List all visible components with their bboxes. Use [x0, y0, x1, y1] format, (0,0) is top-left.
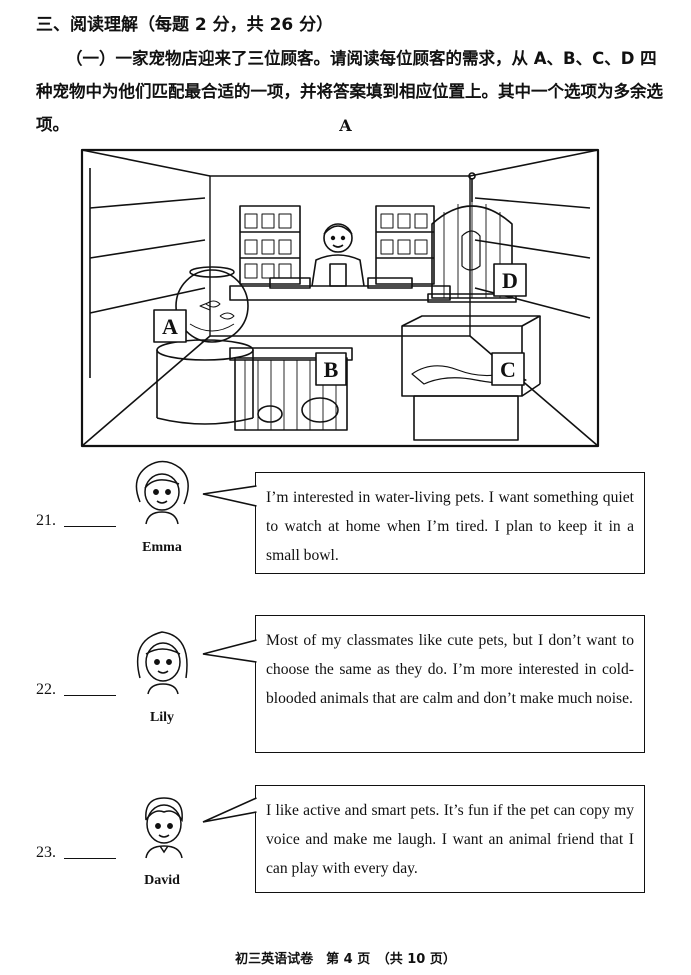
section-heading: 三、阅读理解（每题 2 分，共 26 分）	[36, 15, 334, 35]
speech-bubble-david: I like active and smart pets. It’s fun i…	[255, 785, 645, 893]
speech-bubble-lily: Most of my classmates like cute pets, bu…	[255, 615, 645, 753]
girl-avatar-emma	[135, 460, 189, 525]
customer-name-emma: Emma	[142, 540, 182, 555]
label-box-c: C	[491, 352, 525, 386]
customer-need-text: I’m interested in water-living pets. I w…	[266, 489, 634, 564]
answer-blank-22[interactable]	[64, 695, 116, 696]
label-a: A	[162, 314, 178, 339]
answer-blank-23[interactable]	[64, 858, 116, 859]
answer-blank-21[interactable]	[64, 526, 116, 527]
page-footer: 初三英语试卷 第 4 页 （共 10 页）	[235, 952, 456, 967]
question-number: 21.	[36, 512, 56, 529]
customer-need-text: I like active and smart pets. It’s fun i…	[266, 802, 634, 877]
label-box-d: D	[493, 263, 527, 297]
section-instructions: （一）一家宠物店迎来了三位顾客。请阅读每位顾客的需求，从 A、B、C、D 四种宠…	[36, 49, 663, 134]
question-22: 22.	[36, 681, 116, 699]
girl-avatar-lily	[136, 631, 188, 695]
speech-bubble-tail	[202, 639, 257, 663]
boy-avatar-david	[145, 797, 183, 859]
speech-bubble-emma: I’m interested in water-living pets. I w…	[255, 472, 645, 574]
label-b: B	[324, 357, 339, 382]
customer-need-text: Most of my classmates like cute pets, bu…	[266, 632, 634, 707]
speech-bubble-tail	[202, 485, 257, 507]
label-d: D	[502, 268, 518, 293]
pet-shop-illustration: A B C D	[80, 148, 600, 448]
passage-label: A	[339, 116, 352, 135]
speech-bubble-tail	[202, 797, 257, 823]
label-box-a: A	[153, 309, 187, 343]
label-c: C	[500, 357, 516, 382]
customer-name-lily: Lily	[149, 710, 175, 725]
label-box-b: B	[315, 352, 347, 386]
customer-name-david: David	[144, 873, 180, 888]
question-number: 23.	[36, 844, 56, 861]
question-number: 22.	[36, 681, 56, 698]
question-23: 23.	[36, 844, 116, 862]
question-21: 21.	[36, 512, 116, 530]
